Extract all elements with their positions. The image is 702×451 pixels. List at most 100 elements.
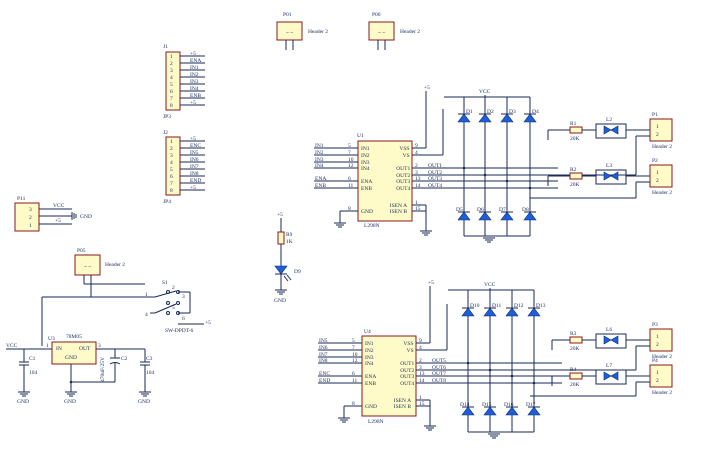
diode-icon: [483, 307, 497, 317]
header-p00: P00 ~ ~ Header 2: [368, 12, 420, 50]
ic-pin-name: OUT4: [396, 186, 410, 192]
led-icon: [603, 371, 612, 381]
svg-text:2: 2: [656, 132, 659, 138]
svg-text:+5: +5: [424, 85, 430, 91]
net-label: IN3: [315, 157, 324, 163]
net-label: +5: [190, 100, 196, 106]
svg-text:~ ~: ~ ~: [84, 264, 91, 270]
net-label: END: [190, 178, 201, 184]
ic-pin-number: 10: [352, 352, 358, 358]
diode-icon: [527, 307, 541, 317]
resistor-value: 20K: [570, 382, 580, 388]
ic-pin-name: OUT4: [400, 381, 414, 387]
net-label: IN3: [190, 79, 199, 85]
diode-icon: [461, 406, 475, 416]
led-icon: [603, 335, 612, 345]
ic-pin-name: IN3: [365, 355, 374, 361]
resistor-ref: R4: [570, 367, 577, 373]
c3-ref: C3: [146, 356, 153, 362]
ic-pin-number: 15: [415, 206, 421, 212]
ic-pin-number: 4: [419, 345, 422, 351]
svg-text:~ ~: ~ ~: [378, 30, 385, 36]
net-label: IN8: [190, 171, 199, 177]
svg-text:1: 1: [656, 370, 659, 376]
svg-text:1: 1: [29, 223, 32, 229]
ic-pin-number: 13: [419, 371, 425, 377]
svg-text:+5: +5: [277, 212, 283, 218]
pin-number: 1: [170, 139, 173, 145]
ic-pin-name: ENB: [361, 186, 372, 192]
net-label: ENB: [315, 183, 326, 189]
ic-pin-number: 9: [419, 338, 422, 344]
d9-ref: D9: [294, 269, 301, 275]
diode-icon: [478, 113, 492, 123]
svg-text:OUT: OUT: [79, 346, 91, 352]
ic-pin-name: IN4: [365, 361, 374, 367]
ic-pin-name: OUT3: [396, 179, 410, 185]
u1-part: L298N: [364, 223, 380, 229]
pin-number: 6: [170, 89, 173, 95]
p11-plus5: +5: [55, 218, 61, 224]
diode-ref: D16: [504, 402, 514, 408]
led-icon: [610, 371, 619, 381]
p01-value: Header 2: [308, 29, 328, 35]
jp4-foot: JP4: [163, 199, 171, 205]
diode-ref: D6: [477, 207, 484, 213]
pin-number: 8: [170, 188, 173, 194]
svg-text:3: 3: [98, 343, 101, 349]
ic-pin-number: 14: [419, 378, 425, 384]
header-value: Header 2: [652, 144, 672, 150]
svg-text:2: 2: [172, 285, 175, 291]
ic-pin-name: IN3: [361, 160, 370, 166]
resistor-ref: R3: [570, 331, 577, 337]
ic-pin-number: 6: [352, 371, 355, 377]
vcc-label: VCC: [479, 89, 491, 95]
ic-u1: U1 IN15IN1IN27IN2IN310IN3IN412IN4ENA6ENA…: [314, 85, 558, 236]
header-value: Header 2: [652, 390, 672, 396]
net-label: OUT1: [428, 163, 442, 169]
diode-ref: D14: [460, 402, 470, 408]
diode-icon: [505, 406, 519, 416]
svg-text:GND: GND: [274, 298, 286, 304]
led-icon: [603, 125, 612, 135]
diode-icon: [527, 406, 541, 416]
diode-icon: [457, 211, 471, 221]
svg-text:IN: IN: [56, 346, 62, 352]
ic-pin-name: VSS: [403, 341, 413, 347]
pin-number: 7: [170, 96, 173, 102]
resistor-icon: [569, 372, 583, 380]
diode-ref: D5: [456, 207, 463, 213]
resistor-icon: [569, 336, 583, 344]
ic-pin-number: 6: [348, 176, 351, 182]
diode-ref: D4: [532, 109, 539, 115]
net-label: IN5: [319, 338, 328, 344]
resistor-value: 20K: [570, 136, 580, 142]
header-value: Header 2: [652, 190, 672, 196]
ic-pin-number: 5: [352, 338, 355, 344]
ic-pin-name: ENB: [365, 381, 376, 387]
diode-icon: [505, 307, 519, 317]
net-label: OUT8: [432, 378, 446, 384]
u1-ref: U1: [357, 133, 364, 139]
header-box: [649, 118, 673, 142]
header-value: Header 2: [652, 354, 672, 360]
ic-pin-number: 1: [419, 395, 422, 401]
connector-p11: P11 3 2 1 VCC +5 GND: [14, 196, 92, 232]
net-label: OUT5: [432, 358, 446, 364]
net-label: IN2: [315, 150, 324, 156]
ic-pin-number: 7: [352, 345, 355, 351]
svg-text:~ ~: ~ ~: [286, 30, 293, 36]
net-label: OUT7: [432, 371, 446, 377]
net-label: IN1: [190, 65, 199, 71]
header-p01: P01 ~ ~ Header 2: [276, 12, 328, 50]
diode-icon: [478, 211, 492, 221]
diode-ref: D13: [536, 303, 546, 309]
svg-text:3: 3: [29, 207, 32, 213]
net-label: OUT4: [428, 183, 442, 189]
ic-pin-name: VSS: [399, 146, 409, 152]
c1-ref: C1: [29, 356, 36, 362]
